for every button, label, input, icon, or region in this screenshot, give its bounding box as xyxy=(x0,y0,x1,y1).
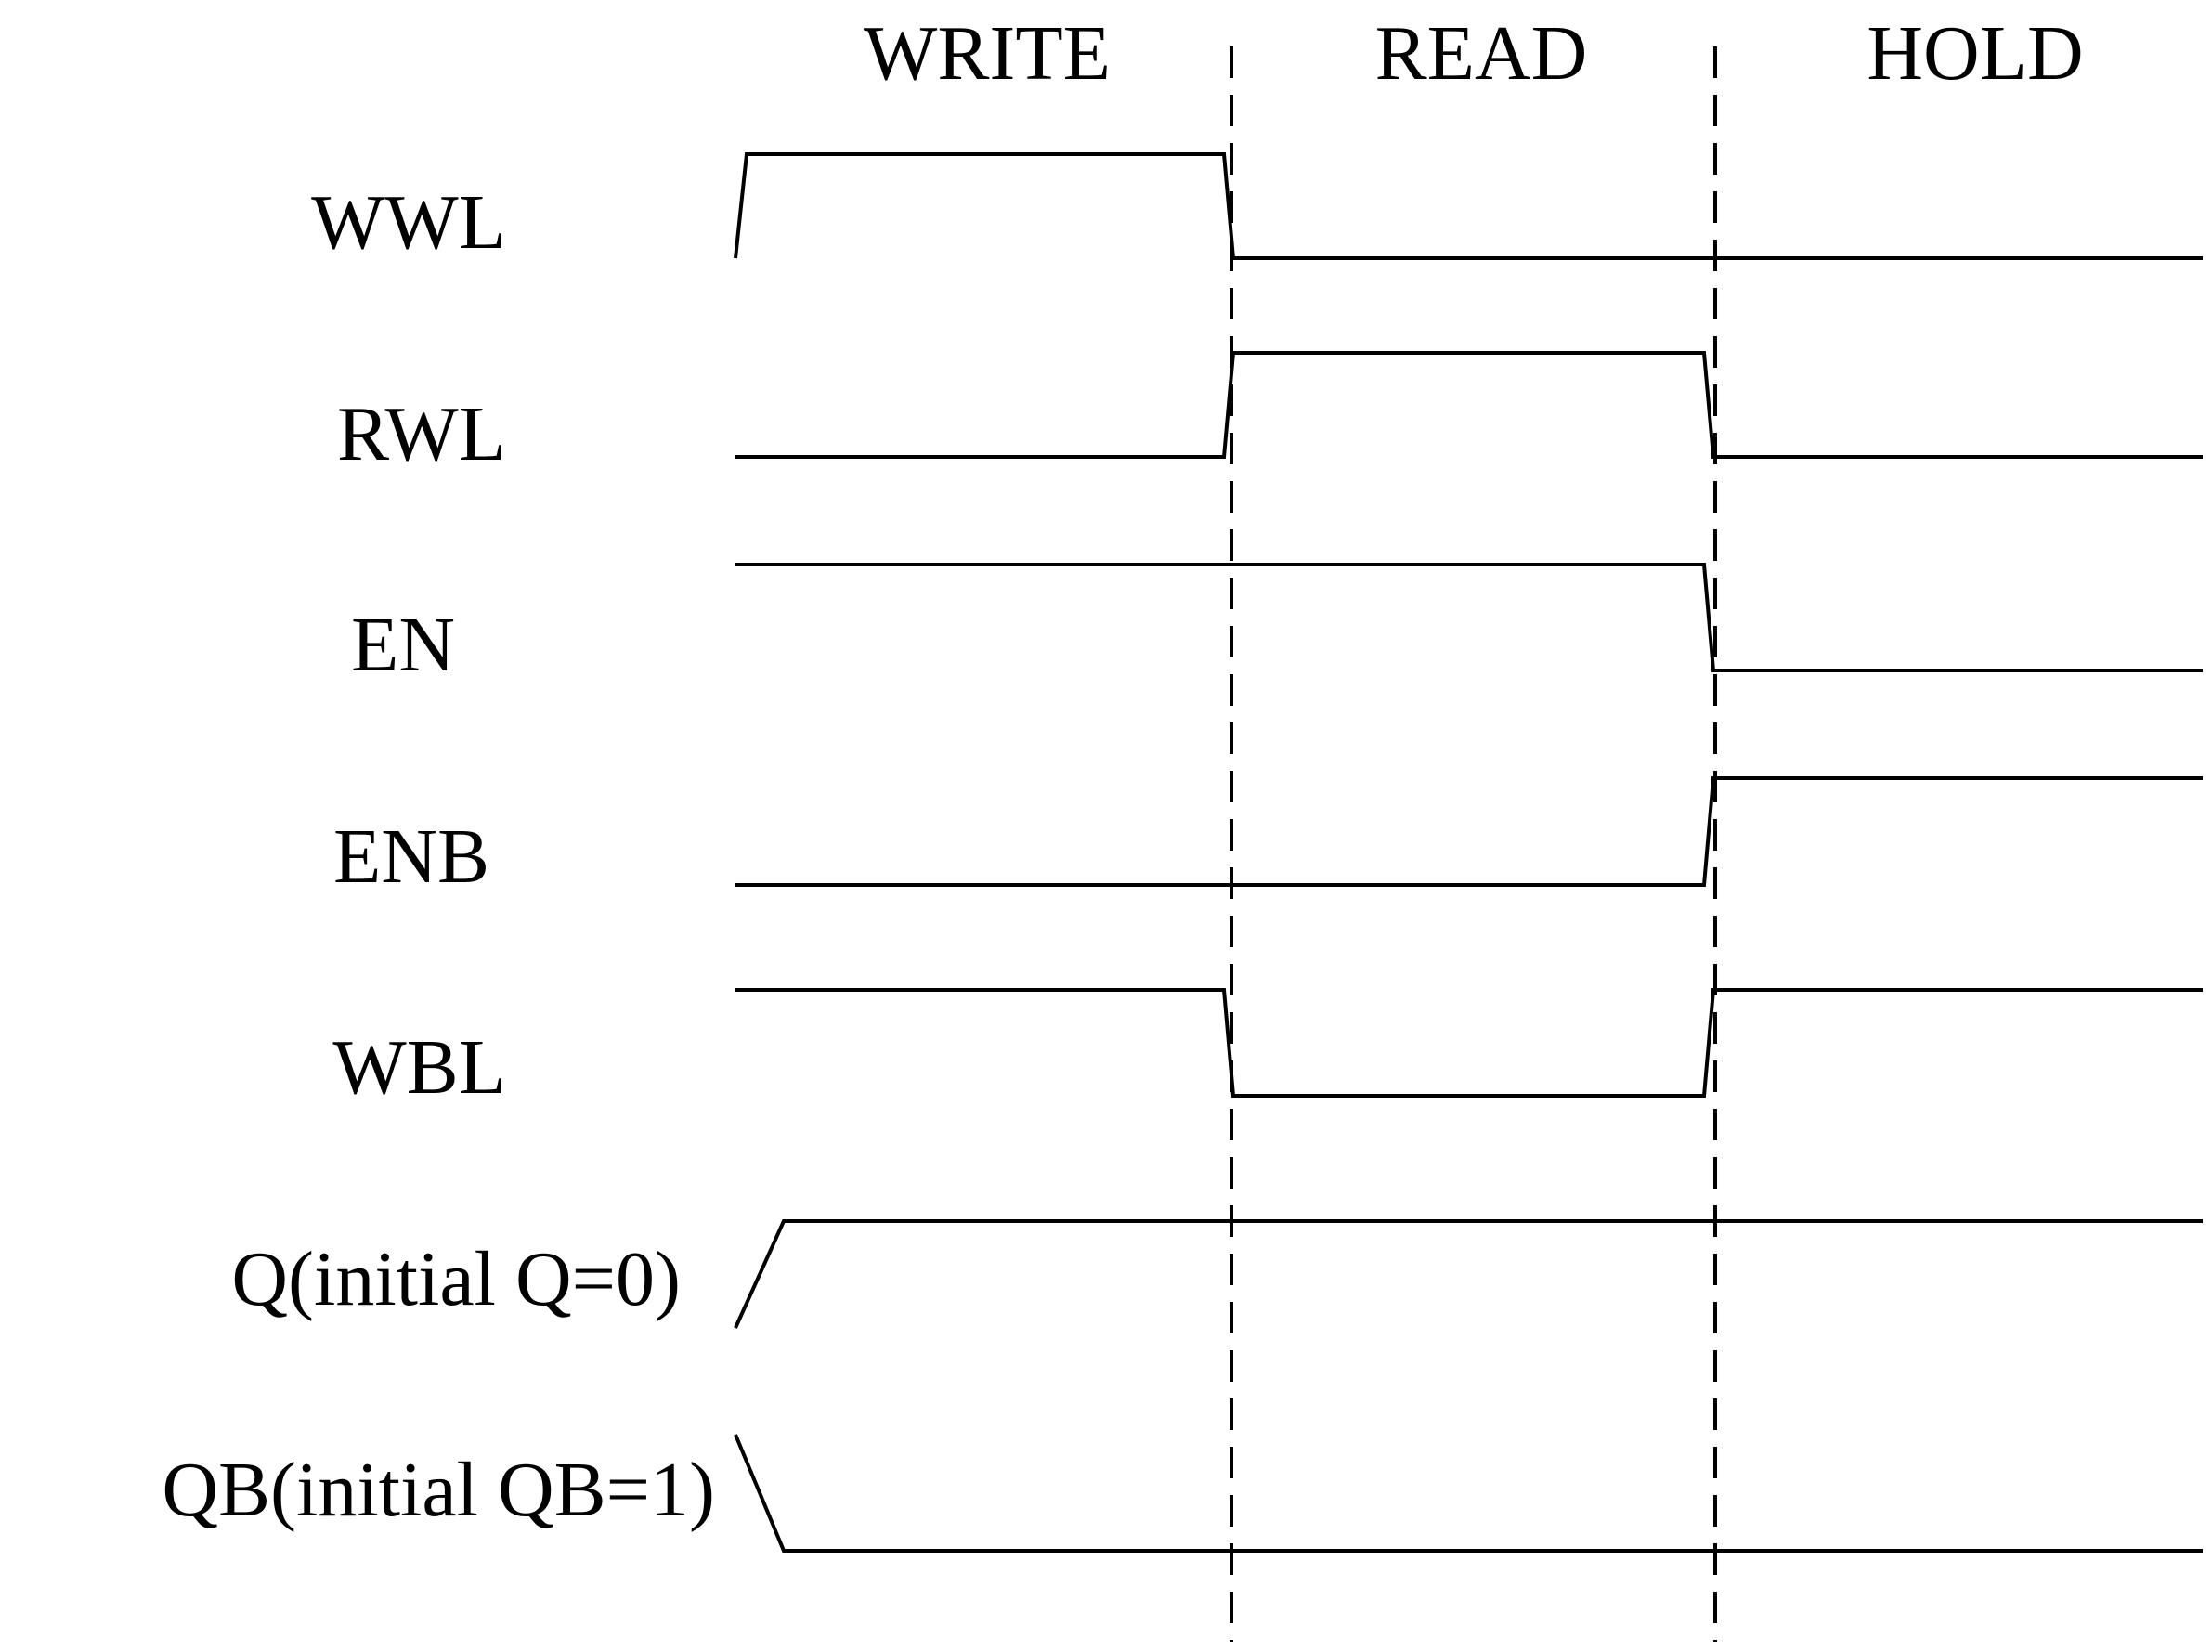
waveform-q xyxy=(734,1219,2203,1329)
waveform-en xyxy=(735,563,2203,672)
phase-label-write: WRITE xyxy=(864,10,1111,97)
signal-label-enb: ENB xyxy=(333,813,489,900)
signal-label-wbl: WBL xyxy=(332,1024,506,1111)
waveform-wwl xyxy=(734,152,2203,260)
signal-label-rwl: RWL xyxy=(337,391,506,477)
waveform-enb xyxy=(735,776,2203,887)
waveform-qb xyxy=(734,1434,2203,1553)
signal-label-wwl: WWL xyxy=(311,179,506,266)
waveform-rwl xyxy=(735,351,2203,459)
waveform-wbl xyxy=(735,988,2203,1098)
phase-label-hold: HOLD xyxy=(1867,10,2083,97)
signal-label-en: EN xyxy=(351,602,455,688)
signal-label-q: Q(initial Q=0) xyxy=(231,1236,681,1322)
phase-label-read: READ xyxy=(1375,10,1588,97)
signal-label-qb: QB(initial QB=1) xyxy=(162,1447,715,1533)
